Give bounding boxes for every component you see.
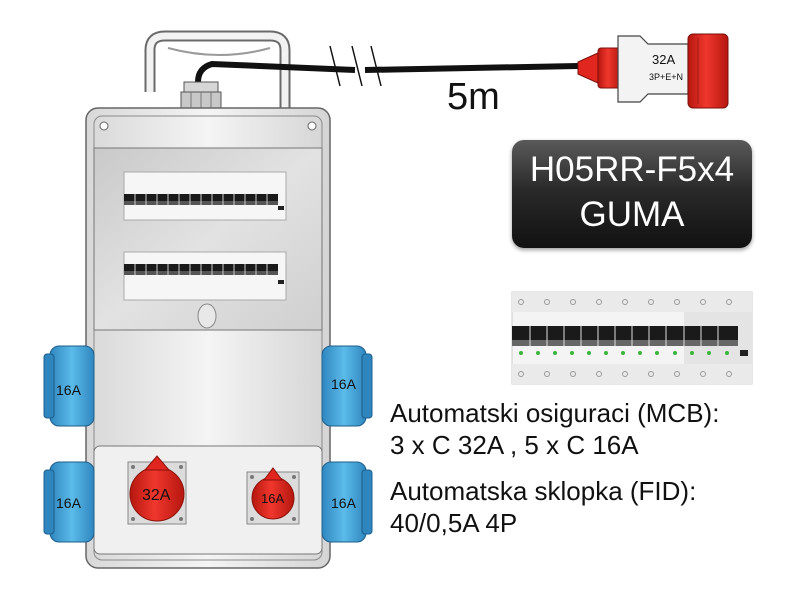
cable-gland: [180, 81, 222, 111]
cable-type-badge: H05RR-F5x4 GUMA: [512, 140, 752, 248]
cabinet-breaker-row-bottom: [123, 251, 287, 301]
schuko-socket-right-lower: [321, 461, 373, 543]
schuko-socket-left-upper: [43, 345, 95, 427]
cabinet-breaker-row-top: [123, 171, 287, 221]
cee-plug: [577, 33, 729, 109]
fid-value: 40/0,5A 4P: [390, 508, 518, 538]
carry-handle: [144, 30, 291, 110]
schuko-socket-left-lower: [43, 461, 95, 543]
cable-type-code: H05RR-F5x4: [529, 150, 735, 189]
socket-label-16a: 16A: [261, 491, 284, 506]
plug-config: 3P+E+N: [649, 72, 683, 82]
fid-label: Automatska sklopka (FID):: [390, 476, 697, 506]
cable-material: GUMA: [579, 195, 685, 234]
plug-rating: 32A: [652, 52, 675, 67]
mcb-label: Automatski osiguraci (MCB):: [390, 398, 720, 428]
socket-label-left-lower: 16A: [56, 495, 82, 511]
socket-label-32a: 32A: [142, 487, 171, 504]
socket-label-left-upper: 16A: [56, 382, 82, 398]
socket-label-right-lower: 16A: [331, 495, 357, 511]
schuko-socket-right-upper: [321, 345, 373, 427]
mcb-value: 3 x C 32A , 5 x C 16A: [390, 430, 639, 460]
socket-label-right-upper: 16A: [331, 376, 357, 392]
cable-length-label: 5m: [447, 76, 500, 118]
breaker-detail-image: [511, 291, 753, 385]
power-cable: [195, 45, 579, 87]
cee-socket-32a: [127, 455, 187, 525]
cee-socket-16a: [246, 467, 300, 525]
